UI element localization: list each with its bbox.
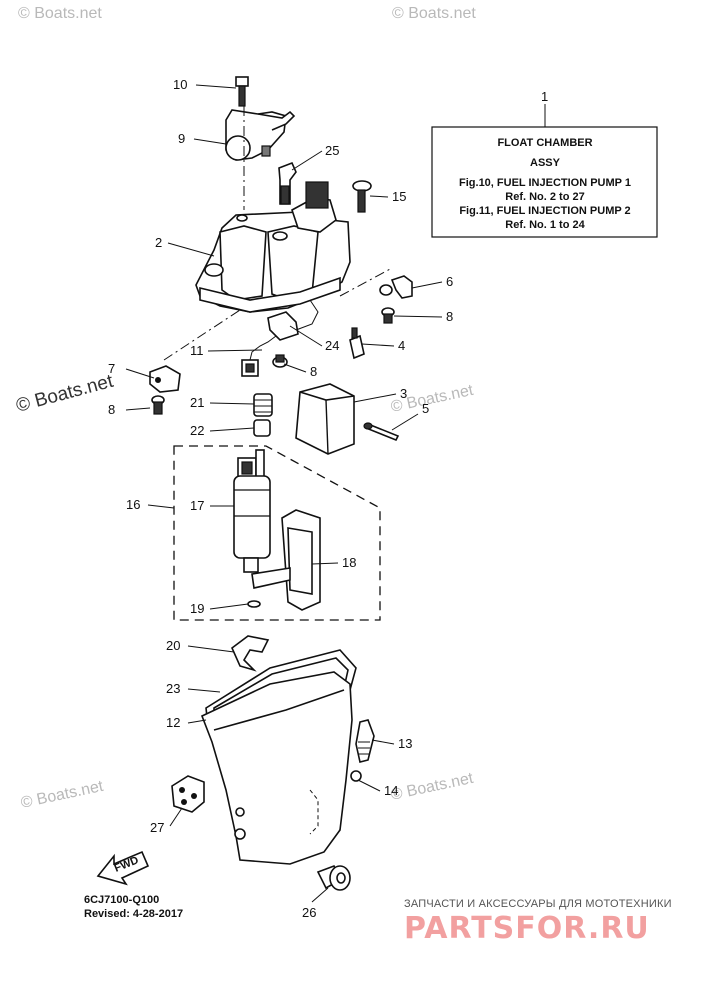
part-2-cover xyxy=(195,181,351,313)
box-line-4: Ref. No. 2 to 27 xyxy=(505,191,584,203)
callout-3: 3 xyxy=(400,386,407,401)
callout-13: 13 xyxy=(398,736,412,751)
callout-14: 14 xyxy=(384,783,398,798)
fwd-arrow: FWD xyxy=(96,850,150,886)
part-11-lead-wire xyxy=(241,335,277,377)
part-7-bracket xyxy=(149,365,181,393)
callout-10: 10 xyxy=(173,77,187,92)
part-18-filter xyxy=(251,509,321,611)
callout-7: 7 xyxy=(108,361,115,376)
box-line-3: Fig.10, FUEL INJECTION PUMP 1 xyxy=(459,177,631,189)
part-25-nipple xyxy=(278,161,297,205)
callout-20: 20 xyxy=(166,638,180,653)
callout-8-right: 8 xyxy=(446,309,453,324)
watermark-top-left: © Boats.net xyxy=(18,5,102,22)
callout-6: 6 xyxy=(446,274,453,289)
callouts: 10 9 25 15 2 6 8 4 24 11 8 7 8 3 5 21 22… xyxy=(108,77,453,920)
callout-18: 18 xyxy=(342,555,356,570)
part-21-grommet xyxy=(253,393,273,417)
callout-15: 15 xyxy=(392,189,406,204)
part-10-bolt xyxy=(235,76,249,107)
part-5-pin xyxy=(363,422,400,442)
callout-19: 19 xyxy=(190,601,204,616)
diagram-code: 6CJ7100-Q100 xyxy=(84,894,159,906)
part-13-sensor xyxy=(355,719,375,763)
centerline-left xyxy=(163,309,241,361)
callout-24: 24 xyxy=(325,338,339,353)
callout-17: 17 xyxy=(190,498,204,513)
part-12-float-chamber xyxy=(200,671,353,865)
part-22-collar xyxy=(253,419,271,437)
brand-logo: PARTSFOR.RU xyxy=(404,911,650,946)
part-24-clip xyxy=(267,299,319,341)
part-27-connector xyxy=(171,775,205,813)
part-9-regulator xyxy=(225,109,296,161)
box-line-6: Ref. No. 1 to 24 xyxy=(505,219,585,231)
part-3-cover xyxy=(295,383,355,455)
part-6-clamp xyxy=(379,275,413,299)
callout-27: 27 xyxy=(150,820,164,835)
callout-25: 25 xyxy=(325,143,339,158)
callout-23: 23 xyxy=(166,681,180,696)
part-17-fuel-pump xyxy=(233,449,271,573)
callout-8-center: 8 xyxy=(310,364,317,379)
box-line-1: FLOAT CHAMBER xyxy=(497,137,592,149)
callout-8-left: 8 xyxy=(108,402,115,417)
part-4-sensor xyxy=(349,327,365,360)
callout-26: 26 xyxy=(302,905,316,920)
callout-16: 16 xyxy=(126,497,140,512)
callout-1: 1 xyxy=(541,89,548,104)
part-8-bolt-right xyxy=(381,307,395,324)
part-15-screw xyxy=(352,180,372,213)
leader-lines xyxy=(125,84,443,903)
watermark-low-right: © Boats.net xyxy=(389,770,475,804)
revised-date: Revised: 4-28-2017 xyxy=(84,908,183,920)
centerline-right xyxy=(339,267,393,297)
watermark-top-right: © Boats.net xyxy=(392,5,476,22)
part-16-group-outline xyxy=(173,445,381,621)
brand-tagline: ЗАПЧАСТИ И АКСЕССУАРЫ ДЛЯ МОТОТЕХНИКИ xyxy=(404,898,672,910)
callout-11: 11 xyxy=(190,343,204,358)
part-20-retainer xyxy=(231,635,270,672)
part-19-clip xyxy=(247,600,261,608)
watermark-mid-left: © Boats.net xyxy=(14,371,116,417)
part-26-drain-screw xyxy=(316,864,351,891)
watermark-low-left: © Boats.net xyxy=(19,778,105,812)
callout-21: 21 xyxy=(190,395,204,410)
callout-4: 4 xyxy=(398,338,405,353)
callout-9: 9 xyxy=(178,131,185,146)
box-line-2: ASSY xyxy=(530,157,561,169)
callout-12: 12 xyxy=(166,715,180,730)
part-8-bolt-left xyxy=(151,395,165,415)
assembly-box: 1 FLOAT CHAMBER ASSY Fig.10, FUEL INJECT… xyxy=(431,89,658,238)
callout-2: 2 xyxy=(155,235,162,250)
callout-22: 22 xyxy=(190,423,204,438)
callout-5: 5 xyxy=(422,401,429,416)
part-14-oring xyxy=(350,770,362,782)
part-8-bolt-center xyxy=(272,354,288,368)
box-line-5: Fig.11, FUEL INJECTION PUMP 2 xyxy=(459,205,630,217)
